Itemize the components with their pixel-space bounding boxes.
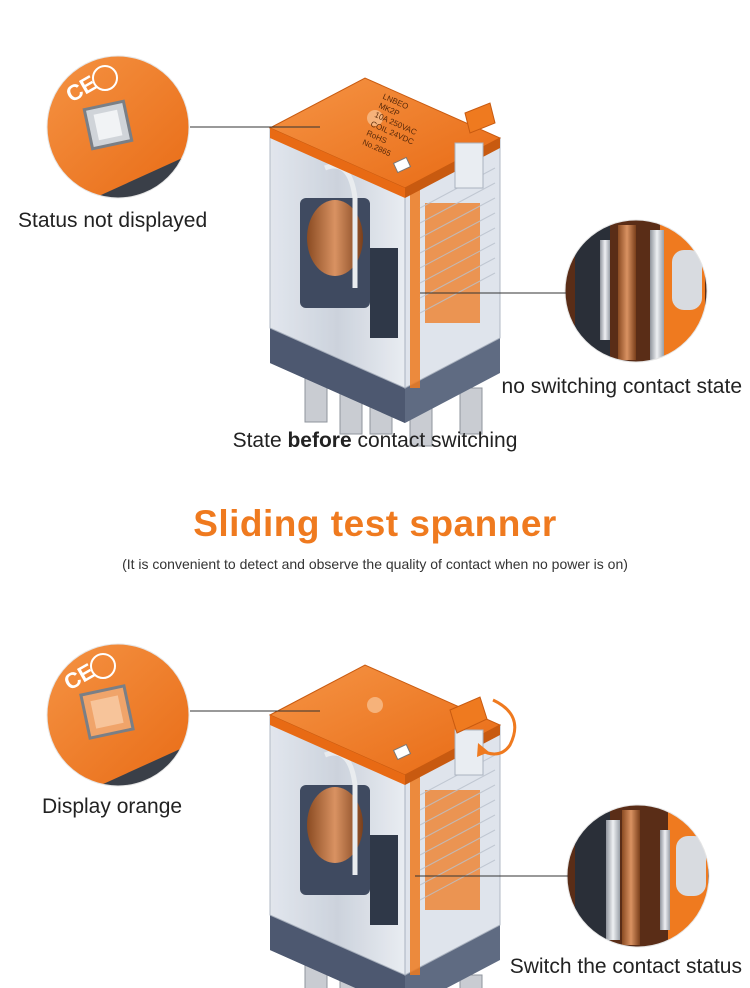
zoom-display-orange: CE (46, 643, 190, 787)
zoom-switch-contact-status (566, 804, 710, 948)
relay-after-switching (270, 665, 517, 988)
caption-bold: before (287, 429, 352, 452)
caption-suffix: contact switching (351, 429, 518, 452)
section-subtitle: (It is convenient to detect and observe … (122, 556, 628, 572)
caption-prefix: State (232, 429, 288, 452)
label-display-orange: Display orange (42, 795, 183, 818)
relay-before-switching (270, 78, 500, 446)
label-status-not-displayed: Status not displayed (18, 209, 208, 232)
label-switch-contact-status: Switch the contact status (509, 955, 742, 978)
zoom-status-not-displayed: CE (46, 55, 190, 199)
label-no-switching-contact-state: no switching contact state (501, 375, 742, 398)
zoom-no-switching-contact (564, 219, 708, 363)
caption-state-before-switching: State before contact switching (0, 429, 750, 453)
section-title: Sliding test spanner (193, 503, 557, 544)
